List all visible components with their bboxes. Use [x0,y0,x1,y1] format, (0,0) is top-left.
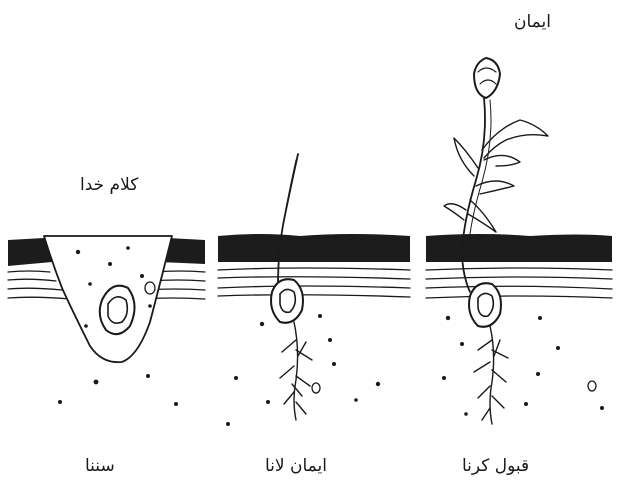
soil-specks-2 [226,314,380,426]
leaves-3 [444,120,548,232]
soil-specks-3 [442,316,604,416]
label-word-of-god: کلام خدا [80,175,138,195]
seed-3 [469,283,501,327]
soil-dark-band-3 [426,234,612,262]
caption-accept: قبول کرنا [462,456,529,476]
caption-listen: سننا [85,456,115,476]
stem-3 [462,98,485,292]
caption-believe: ایمان لانا [265,456,327,476]
roots-2 [280,322,312,420]
soil-layers-3 [426,268,612,298]
panel-believe [218,154,410,426]
seed-2 [271,279,303,323]
panel-listen [8,236,205,406]
panel-accept [426,58,612,424]
soil-dark-band-2 [218,234,410,262]
roots-3 [474,326,508,424]
soil-layers-2 [218,268,410,297]
flower-bud [474,58,500,98]
shoot-2 [278,154,298,286]
label-faith: ایمان [514,12,551,32]
